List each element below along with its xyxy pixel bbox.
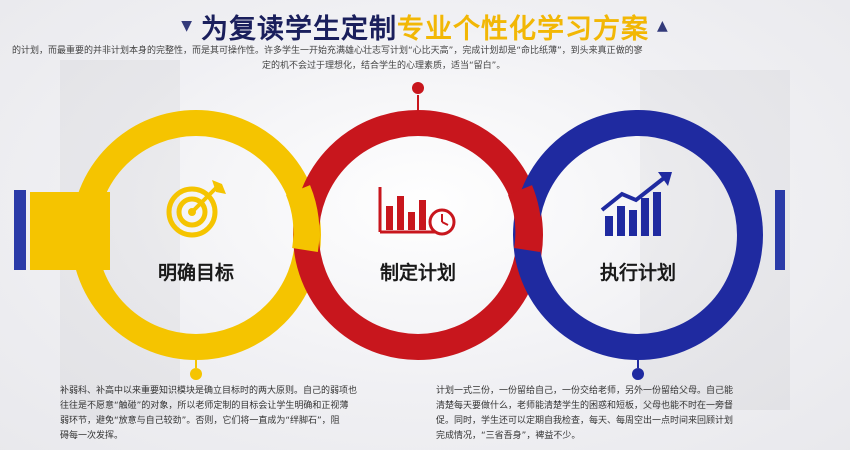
paragraph-line: 完成情况，“三省吾身”，裨益不少。 (436, 431, 581, 441)
paragraph-line: 补弱科、补高中以来重要知识模块是确立目标时的两大原则。自己的弱项也 (60, 386, 358, 396)
paragraph-line: 碍每一次发挥。 (60, 431, 124, 441)
rising-chart-icon (600, 172, 672, 236)
page-title: ▼ 为复读学生定制 专业个性化学习方案 ▲ (0, 6, 850, 46)
pin-dot-blue (632, 368, 644, 380)
ring-label-yellow: 明确目标 (157, 262, 234, 284)
paragraph-line: 清楚每天要做什么，老师能清楚学生的困惑和短板，父母也能不时在一旁督 (436, 401, 734, 411)
intro-text: 的计划，而最重要的并非计划本身的完整性，而是其可操作性。许多学生一开始充满雄心壮… (12, 44, 842, 74)
paragraph-line: 促。同时，学生还可以定期自我检查，每天、每周空出一点时间来回顾计划 (436, 416, 734, 426)
paragraph-line: 往往是不愿意“触碰”的对象，所以老师定制的目标会让学生明确和正视薄 (60, 401, 349, 411)
triangle-up-icon: ▲ (657, 18, 669, 34)
bar-chart-clock-icon (378, 187, 456, 236)
triangle-down-icon: ▼ (181, 18, 193, 34)
ring-red-overlap (507, 185, 542, 253)
pin-dot-yellow (190, 368, 202, 380)
title-part-dark: 为复读学生定制 (201, 13, 397, 45)
ring-label-red: 制定计划 (379, 262, 456, 284)
ring-red (293, 110, 543, 360)
paragraph-left: 补弱科、补高中以来重要知识模块是确立目标时的两大原则。自己的弱项也 往往是不愿意… (60, 384, 420, 444)
pin-dot-red (412, 82, 424, 94)
intro-line: 的计划，而最重要的并非计划本身的完整性，而是其可操作性。许多学生一开始充满雄心壮… (12, 46, 643, 56)
paragraph-right: 计划一式三份，一份留给自己，一份交给老师，另外一份留给父母。自己能 清楚每天要做… (436, 384, 802, 444)
side-band-right (775, 190, 785, 270)
side-band-left (14, 190, 26, 270)
intro-line: 定的机不会过于理想化，结合学生的心理素质，适当“留白”。 (262, 61, 506, 71)
ring-label-blue: 执行计划 (599, 262, 676, 284)
paragraph-line: 计划一式三份，一份留给自己，一份交给老师，另外一份留给父母。自己能 (436, 386, 734, 396)
ring-blue (513, 110, 763, 360)
ring-yellow-overlap (285, 185, 320, 253)
target-icon (166, 180, 226, 238)
title-part-yellow: 专业个性化学习方案 (397, 13, 649, 45)
paragraph-line: 弱环节，避免“放意与自己较劲”。否则，它们将一直成为“绊脚石”，阻 (60, 416, 340, 426)
